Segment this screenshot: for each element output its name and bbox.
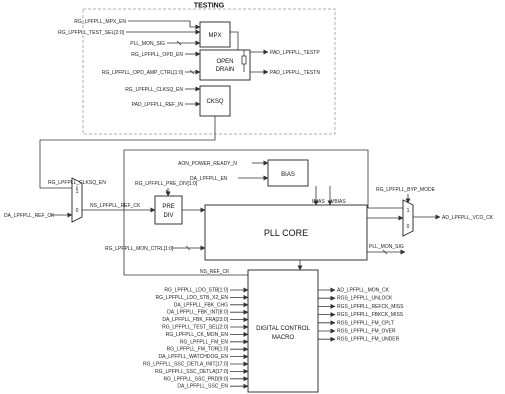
prediv-ctrl-label: RG_LPFPLL_PRE_DIV[1:0] xyxy=(135,181,198,187)
testing-output-wires xyxy=(250,49,269,75)
left-mux-0: 0 xyxy=(76,208,79,214)
dcm-input-label: RG_LPFPLL_FM_EN xyxy=(180,339,228,345)
ibias-label: IBIAS xyxy=(312,199,325,205)
ns-ref-ck-dc-label: NS_REF_CK xyxy=(200,269,230,275)
mpx-block xyxy=(199,21,231,48)
dcm-output-label: RGS_LPFPLL_FM_CPLT xyxy=(337,320,394,326)
dcm-output-label: RGS_LPFPLL_FM_OVER xyxy=(337,329,396,335)
testing-input-test-sel: RG_LPFPLL_TEST_SEL[2:0] xyxy=(58,30,124,36)
vco-ck-label: AD_LPFPLL_VCO_CK xyxy=(442,215,494,221)
ref-ck-to-dcm-wire xyxy=(123,210,248,276)
testing-input-ref-in: PAD_LPFPLL_REF_IN xyxy=(132,102,184,108)
cksq-label: CKSQ xyxy=(206,99,223,105)
da-en-label: DA_LPFPLL_EN xyxy=(190,176,228,182)
dcm-output-label: RGS_LPFPLL_REFCK_MISS xyxy=(337,304,404,310)
dcm-input-label: RG_LPFPLL_SSC_PRD[9:0] xyxy=(164,376,229,382)
dcm-input-label: DA_LPFPLL_FBK_CHG xyxy=(174,302,228,308)
vbias-label: VBIAS xyxy=(331,199,346,205)
bias-block xyxy=(267,159,309,187)
dcm-input-label: RG_LPFPLL_FM_TOR[1:0] xyxy=(167,347,229,353)
byp-mode-label: RG_LPFPLL_BYP_MODE xyxy=(376,187,436,193)
bias-label: BIAS xyxy=(281,172,295,178)
prediv-ctrl-slash xyxy=(165,189,171,195)
dcm-block xyxy=(247,269,319,393)
testing-input-clksq-en: RG_LPFPLL_CLKSQ_EN xyxy=(125,87,183,93)
dcm-input-label: DA_LPFPLL_SSC_EN xyxy=(177,384,228,390)
dcm-input-label: RG_LPFPLL_CK_MON_EN xyxy=(166,332,229,338)
testing-input-labels: RG_LPFPLL_MPX_EN RG_LPFPLL_TEST_SEL[2:0]… xyxy=(58,19,183,108)
open-drain-label-line2: DRAIN xyxy=(216,67,235,73)
dcm-output-label: RGS_LPFPLL_FM_UNDER xyxy=(337,337,400,343)
testing-output-testp: PAD_LPFPLL_TESTP xyxy=(270,50,320,56)
testing-input-opd-en: RG_LPFPLL_OPD_EN xyxy=(131,52,183,58)
testing-output-testn: PAD_LPFPLL_TESTN xyxy=(270,70,320,76)
left-mux xyxy=(71,177,83,223)
right-mux-1: 1 xyxy=(407,208,410,214)
dcm-input-label: RG_LPFPLL_TEST_SEL[2:0] xyxy=(162,325,228,331)
dcm-input-label: RG_LPFPLL_LDO_STB[1:0] xyxy=(164,288,228,294)
dcm-output-label: RGS_LPFPLL_UNLOCK xyxy=(337,296,393,302)
testing-input-opd-amp-ctrl: RG_LPFPLL_OPD_AMP_CTRL[1:0] xyxy=(102,70,184,76)
dcm-input-label: DA_LPFPLL_FBK_FRA[23:0] xyxy=(162,317,228,323)
pll-mon-sig-slash xyxy=(382,249,388,255)
mon-ctrl-slash xyxy=(185,245,191,251)
prediv-label-line1: PRE xyxy=(162,204,174,210)
ref-ck-in-label: DA_LPFPLL_REF_CK xyxy=(4,213,55,219)
dcm-input-label: RG_LPFPLL_SSC_DETLA_INIT[17:0] xyxy=(143,362,229,368)
dcm-output-label: RGS_LPFPLL_FBKCK_MISS xyxy=(337,312,404,318)
mon-ctrl-label: RG_LPFPLL_MON_CTRL[1:0] xyxy=(105,246,174,252)
open-drain-block xyxy=(199,49,251,81)
testing-title: TESTING xyxy=(194,3,225,10)
open-drain-label-line1: OPEN xyxy=(216,59,233,65)
right-mux xyxy=(402,199,414,237)
prediv-label-line2: DIV xyxy=(163,213,173,219)
clksq-en-label: RG_LPFPLL_CLKSQ_EN xyxy=(48,180,106,186)
open-drain-switch-symbol xyxy=(241,50,247,72)
right-mux-0: 0 xyxy=(407,224,410,230)
prediv-block xyxy=(154,195,183,225)
pll-core-block xyxy=(204,204,368,261)
dcm-output-list: AD_LPFPLL_MON_CK RGS_LPFPLL_UNLOCK RGS_LPF… xyxy=(318,287,404,343)
dcm-output-label: AD_LPFPLL_MON_CK xyxy=(337,288,390,294)
dcm-input-label: DA_LPFPLL_WATCHDOG_EN xyxy=(159,354,229,360)
ns-ref-ck-label: NS_LPFPLL_REF_CK xyxy=(90,203,141,209)
dcm-label-line2: MACRO xyxy=(272,335,295,341)
dcm-input-label: DA_LPFPLL_FBK_INT[8:0] xyxy=(167,310,228,316)
cksq-out-wire xyxy=(39,116,216,189)
dcm-input-label: RG_LPFPLL_SSC_DETLA[17:0] xyxy=(155,369,228,375)
left-mux-1: 1 xyxy=(76,189,79,195)
pll-core-label: PLL CORE xyxy=(264,228,308,238)
dcm-label-line1: DIGITAL CONTROL xyxy=(256,326,310,332)
testing-group-border xyxy=(82,8,336,135)
dcm-input-label: RG_LPFPLL_LDO_STB_X2_EN xyxy=(155,295,228,301)
testing-input-wires xyxy=(126,20,201,107)
testing-input-pll-mon-sig: PLL_MON_SIG xyxy=(130,41,165,47)
mpx-to-opendrain-wire xyxy=(230,31,239,50)
testing-input-mpx-en: RG_LPFPLL_MPX_EN xyxy=(74,19,126,25)
pll-mon-sig-label: PLL_MON_SIG xyxy=(369,244,404,250)
ref-ck-branch-wire xyxy=(123,149,403,210)
aon-ready-label: AON_POWER_READY_N xyxy=(178,161,237,167)
dcm-input-list: RG_LPFPLL_LDO_STB[1:0]RG_LPFPLL_LDO_STB_… xyxy=(143,287,249,390)
mpx-label: MPX xyxy=(208,33,221,39)
